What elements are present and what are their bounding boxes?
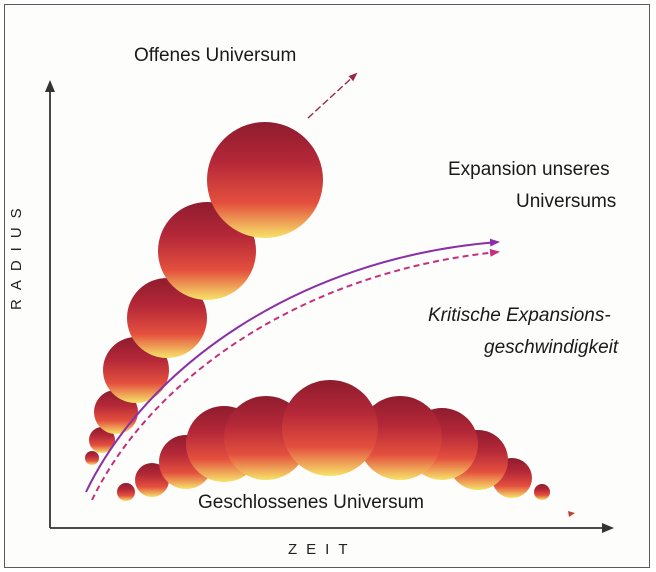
critical-expansion-curve [91,248,500,501]
critical-expansion-label-line2: geschwindigkeit [484,337,619,358]
open-universe-spheres [85,122,323,465]
open-universe-label: Offenes Universum [134,45,297,66]
our-universe-curve [85,238,500,493]
our-universe-label-line1: Expansion unseres [448,159,610,180]
y-axis-label: RADIUS [8,199,25,310]
our-universe-label-line2: Universums [516,191,617,212]
closed-universe-spheres [117,380,550,501]
x-axis-label: ZEIT [288,541,357,558]
critical-expansion-label-line1: Kritische Expansions- [428,305,611,326]
closed-universe-label: Geschlossenes Universum [198,492,424,513]
open-universe-arrow [307,72,358,119]
closed-universe-end-mark [568,511,575,517]
